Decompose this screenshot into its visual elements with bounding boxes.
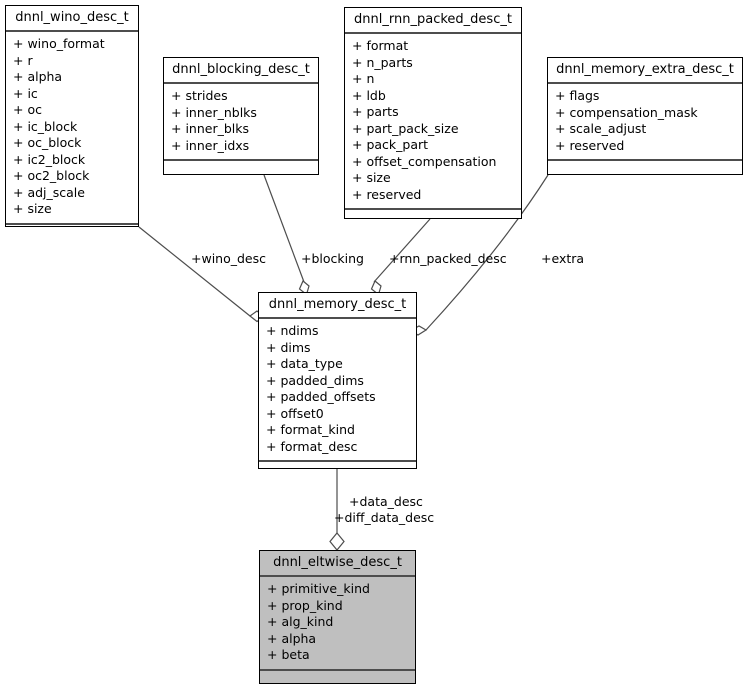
edge-label-data-desc-line1: +data_desc bbox=[349, 494, 423, 509]
class-attribute: + inner_blks bbox=[171, 121, 250, 136]
class-attribute: + format bbox=[352, 38, 409, 53]
edge-label-data-desc-line2: +diff_data_desc bbox=[334, 510, 435, 525]
class-operations bbox=[548, 161, 742, 174]
class-attribute: + alpha bbox=[267, 630, 317, 646]
class-attribute: + alg_kind bbox=[267, 614, 334, 629]
class-title: dnnl_memory_desc_t bbox=[259, 293, 416, 319]
edge-label-wino-desc: +wino_desc bbox=[191, 251, 266, 266]
class-attribute: + oc_block bbox=[13, 135, 82, 150]
class-attribute: + offset0 bbox=[266, 405, 324, 421]
class-attribute: + reserved bbox=[555, 137, 625, 153]
class-box-dnnl-memory-extra-desc-t[interactable]: dnnl_memory_extra_desc_t + flags + compe… bbox=[547, 57, 743, 175]
class-attribute: + ndims bbox=[266, 323, 319, 338]
class-title: dnnl_memory_extra_desc_t bbox=[548, 58, 742, 84]
edge-label-data-desc: +data_desc +diff_data_desc bbox=[334, 494, 434, 526]
class-attribute: + n bbox=[352, 71, 375, 86]
class-attributes: + format + n_parts + n + ldb + parts + p… bbox=[345, 34, 521, 210]
class-box-dnnl-wino-desc-t[interactable]: dnnl_wino_desc_t + wino_format + r + alp… bbox=[5, 5, 139, 227]
class-box-dnnl-eltwise-desc-t[interactable]: dnnl_eltwise_desc_t + primitive_kind + p… bbox=[259, 550, 416, 684]
class-attribute: + scale_adjust bbox=[555, 121, 647, 136]
class-attribute: + ic2_block bbox=[13, 151, 86, 167]
class-attribute: + data_type bbox=[266, 356, 343, 371]
class-attribute: + adj_scale bbox=[13, 184, 85, 200]
class-attribute: + dims bbox=[266, 339, 311, 355]
class-attribute: + ic bbox=[13, 85, 38, 101]
class-title: dnnl_blocking_desc_t bbox=[164, 58, 318, 84]
class-attribute: + r bbox=[13, 52, 33, 68]
class-attribute: + pack_part bbox=[352, 137, 429, 152]
class-box-dnnl-rnn-packed-desc-t[interactable]: dnnl_rnn_packed_desc_t + format + n_part… bbox=[344, 7, 522, 219]
class-box-dnnl-blocking-desc-t[interactable]: dnnl_blocking_desc_t + strides + inner_n… bbox=[163, 57, 319, 175]
class-attribute: + oc2_block bbox=[13, 168, 90, 183]
class-attributes: + primitive_kind + prop_kind + alg_kind … bbox=[260, 577, 415, 671]
edge-wino-desc bbox=[138, 226, 266, 323]
edge-blocking bbox=[263, 174, 310, 296]
class-attribute: + part_pack_size bbox=[352, 120, 459, 136]
class-attribute: + size bbox=[13, 201, 52, 216]
class-attributes: + wino_format + r + alpha + ic + oc + ic… bbox=[6, 32, 138, 225]
class-attribute: + inner_nblks bbox=[171, 104, 257, 120]
class-operations bbox=[164, 161, 318, 174]
class-title: dnnl_wino_desc_t bbox=[6, 6, 138, 32]
class-attributes: + flags + compensation_mask + scale_adju… bbox=[548, 84, 742, 161]
class-attribute: + reserved bbox=[352, 186, 422, 202]
edge-label-rnn-packed-desc: +rnn_packed_desc bbox=[389, 251, 507, 266]
class-attribute: + strides bbox=[171, 88, 228, 103]
class-attribute: + prop_kind bbox=[267, 597, 343, 613]
class-attribute: + padded_offsets bbox=[266, 389, 376, 404]
class-attribute: + inner_idxs bbox=[171, 137, 250, 153]
class-title: dnnl_rnn_packed_desc_t bbox=[345, 8, 521, 34]
class-attribute: + alpha bbox=[13, 69, 63, 84]
class-attributes: + ndims + dims + data_type + padded_dims… bbox=[259, 319, 416, 462]
class-box-dnnl-memory-desc-t[interactable]: dnnl_memory_desc_t + ndims + dims + data… bbox=[258, 292, 417, 469]
class-attribute: + ldb bbox=[352, 87, 386, 103]
class-attribute: + compensation_mask bbox=[555, 104, 698, 120]
class-attribute: + flags bbox=[555, 88, 600, 103]
class-attribute: + primitive_kind bbox=[267, 581, 370, 596]
class-attribute: + format_desc bbox=[266, 438, 358, 454]
class-attribute: + ic_block bbox=[13, 118, 78, 134]
class-attribute: + wino_format bbox=[13, 36, 105, 51]
class-operations bbox=[259, 462, 416, 468]
class-attribute: + beta bbox=[267, 647, 310, 662]
class-attribute: + size bbox=[352, 170, 391, 185]
class-attribute: + parts bbox=[352, 104, 399, 119]
edge-label-blocking: +blocking bbox=[301, 251, 364, 266]
class-title: dnnl_eltwise_desc_t bbox=[260, 551, 415, 577]
edge-label-extra: +extra bbox=[541, 251, 585, 266]
class-attribute: + oc bbox=[13, 102, 42, 117]
class-attribute: + n_parts bbox=[352, 54, 413, 70]
class-attribute: + format_kind bbox=[266, 422, 355, 437]
class-operations bbox=[260, 671, 415, 684]
class-operations bbox=[345, 210, 521, 218]
class-operations bbox=[6, 225, 138, 227]
class-attribute: + padded_dims bbox=[266, 372, 364, 388]
class-attributes: + strides + inner_nblks + inner_blks + i… bbox=[164, 84, 318, 161]
class-attribute: + offset_compensation bbox=[352, 153, 497, 169]
